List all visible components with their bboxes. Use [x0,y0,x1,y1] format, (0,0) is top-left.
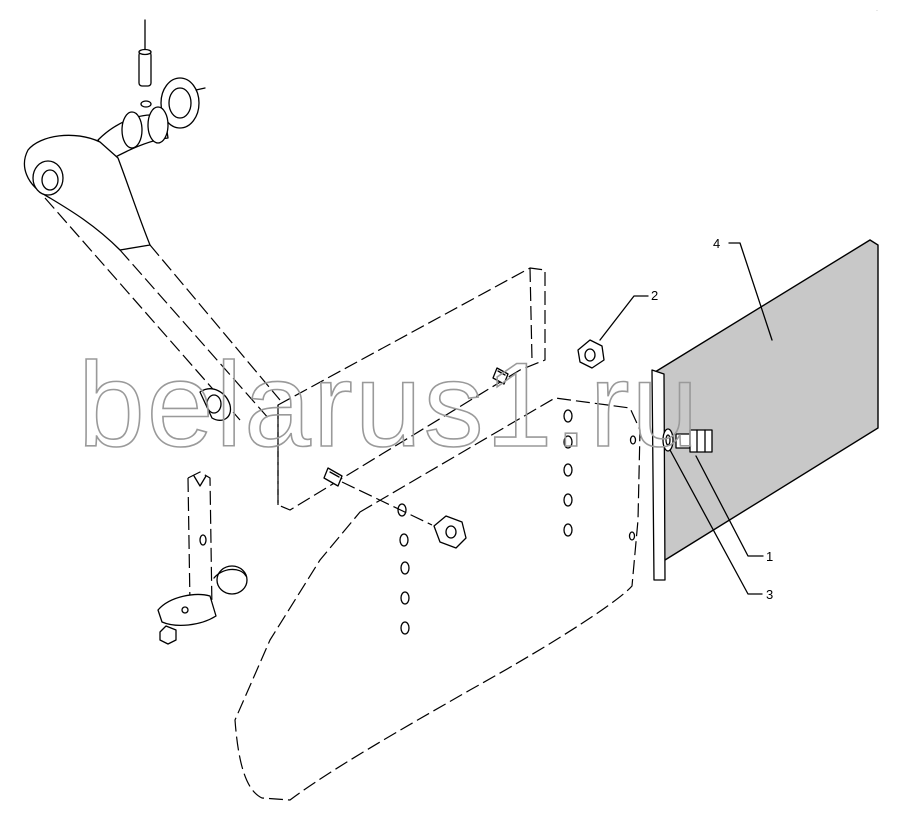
hex-nut-upper [577,339,605,369]
washer [662,428,674,452]
crank-lever [23,106,281,421]
latch-bracket [157,471,248,645]
callout-2: 2 [651,288,658,303]
hex-nut-lower [433,515,467,549]
leader-lines [599,242,773,595]
stud-upper [492,367,509,385]
corner-mark: · [876,8,878,14]
callout-3: 3 [766,587,773,602]
callout-4: 4 [713,236,720,251]
watermark-text: belarus1.ru [78,338,700,472]
blade-plate [651,239,879,581]
side-plate [234,397,641,801]
callout-1: 1 [766,549,773,564]
top-pin [138,19,152,108]
stud-lower [323,467,433,526]
slotted-strip [277,267,546,511]
top-washer [160,77,206,129]
bolt [675,429,713,453]
